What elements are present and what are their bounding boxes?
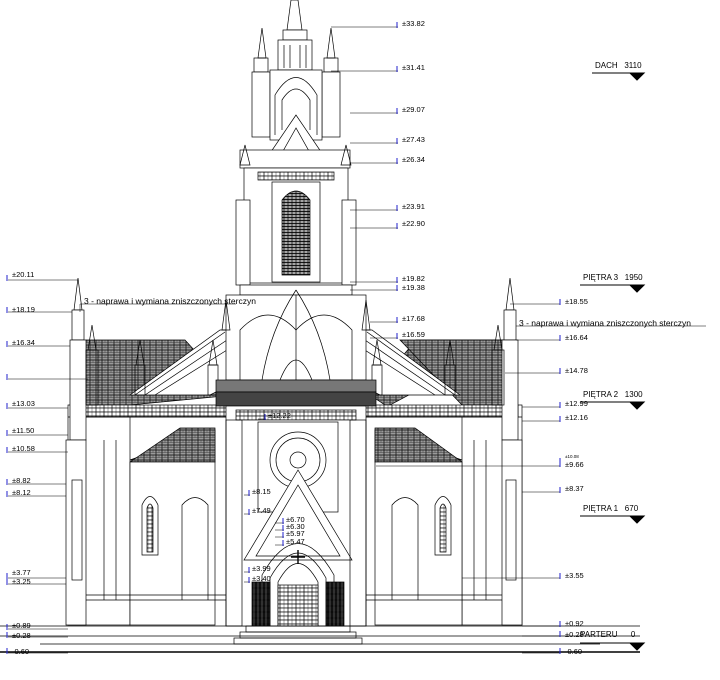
elevation-label: ±19.82 xyxy=(402,274,425,283)
elevation-label: ±18.55 xyxy=(565,297,588,306)
elevation-label: ±3.55 xyxy=(565,571,584,580)
elevation-label: ±23.91 xyxy=(402,202,425,211)
leader-lines xyxy=(8,26,706,654)
level-label-roof: DACH 3110 xyxy=(595,61,642,70)
elevation-label: ±12.22 xyxy=(268,411,291,420)
level-label-floor-3: PIĘTRA 3 1950 xyxy=(583,273,643,282)
elevation-label: ±3.25 xyxy=(12,577,31,586)
side-windows xyxy=(103,440,487,600)
level-label-floor-1: PIĘTRA 1 670 xyxy=(583,504,639,513)
elevation-label: ±12.99 xyxy=(565,399,588,408)
nave-roof xyxy=(128,329,462,396)
elevation-label: ±9.66 xyxy=(565,460,584,469)
elevation-label: ±8.82 xyxy=(12,476,31,485)
elevation-label: ±0.89 xyxy=(12,621,31,630)
elevation-label: ±19.38 xyxy=(402,283,425,292)
elevation-label: ±10.58 xyxy=(12,444,35,453)
elevation-label: ±6.70 xyxy=(286,515,305,524)
elevation-label: -0.60 xyxy=(565,647,583,656)
elevation-label: ±8.12 xyxy=(12,488,31,497)
elevation-label: ±6.30 xyxy=(286,522,305,531)
elevation-label: ±3.77 xyxy=(12,568,31,577)
elevation-label: ±27.43 xyxy=(402,135,425,144)
elevation-label: ±0.28 xyxy=(565,630,584,639)
ground-lines xyxy=(0,625,640,653)
elevation-label: ±16.59 xyxy=(402,330,425,339)
elevation-label: ±29.07 xyxy=(402,105,425,114)
central-tower xyxy=(215,0,377,627)
annotation-note-right: 3 - naprawa i wymiana zniszczonych sterc… xyxy=(519,318,691,328)
elevation-label: ±26.34 xyxy=(402,155,425,164)
elevation-label: ±5.47 xyxy=(286,537,305,546)
right-corner-pinnacle xyxy=(491,277,523,626)
elevation-label: ±8.37 xyxy=(565,484,584,493)
elevation-label: ±8.15 xyxy=(252,487,271,496)
elevation-label: ±3.40 xyxy=(252,574,271,583)
level-lines xyxy=(580,72,646,651)
elevation-marker-ticks xyxy=(6,22,561,654)
elevation-label: ±7.49 xyxy=(252,506,271,515)
entrance-steps xyxy=(233,625,363,645)
elevation-label: ±0.28 xyxy=(12,631,31,640)
elevation-label: ±5.97 xyxy=(286,529,305,538)
annotation-note-left: 3 - naprawa i wymiana zniszczonych sterc… xyxy=(84,296,256,306)
level-label-ground: PARTERU 0 xyxy=(580,630,636,639)
elevation-label: ±17.68 xyxy=(402,314,425,323)
elevation-label: ±31.41 xyxy=(402,63,425,72)
elevation-label: ±22.90 xyxy=(402,219,425,228)
elevation-label: ±11.50 xyxy=(12,426,35,435)
elevation-label: ±33.82 xyxy=(402,19,425,28)
level-label-floor-2: PIĘTRA 2 1300 xyxy=(583,390,643,399)
elevation-label: ±16.34 xyxy=(12,338,35,347)
elevation-label: ±20.11 xyxy=(12,270,35,279)
elevation-label: ±12.16 xyxy=(565,413,588,422)
elevation-label: ±14.78 xyxy=(565,366,588,375)
elevation-label: ±0.92 xyxy=(565,619,584,628)
left-corner-pinnacle xyxy=(65,277,99,626)
elevation-label-small: ±10.08 xyxy=(565,454,579,459)
elevation-label: ±16.64 xyxy=(565,333,588,342)
elevation-label: ±13.03 xyxy=(12,399,35,408)
elevation-label: -0.60 xyxy=(12,647,30,656)
roof-pinnacles xyxy=(134,339,456,396)
elevation-label: ±18.19 xyxy=(12,305,35,314)
elevation-label: ±3.99 xyxy=(252,564,271,573)
